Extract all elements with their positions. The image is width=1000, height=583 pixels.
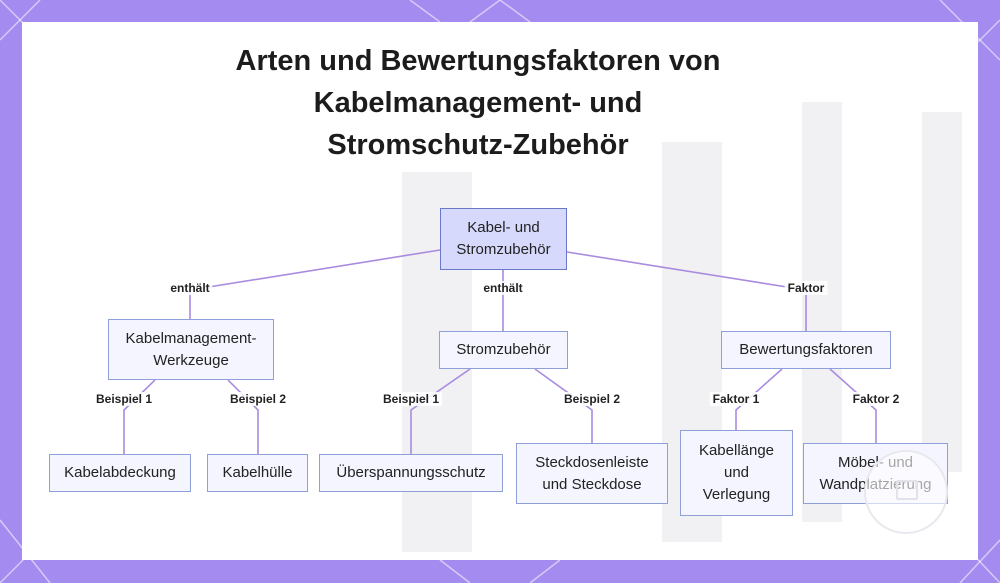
background-shape bbox=[922, 112, 962, 472]
node-root: Kabel- und Stromzubehör bbox=[440, 208, 567, 270]
node-power: Stromzubehör bbox=[439, 331, 568, 369]
edge-cable-tools-cover bbox=[123, 379, 156, 454]
edge-label: enthält bbox=[480, 281, 526, 295]
edge-label: Beispiel 2 bbox=[560, 392, 624, 406]
node-factors: Bewertungsfaktoren bbox=[721, 331, 891, 369]
title-line: Stromschutz-Zubehör bbox=[327, 129, 629, 161]
diagram-title: Arten und Bewertungsfaktoren von Kabelma… bbox=[170, 40, 786, 166]
title-line: Arten und Bewertungsfaktoren von bbox=[235, 45, 721, 77]
edge-label: Faktor bbox=[784, 281, 828, 295]
node-cable-tools: Kabelmanagement-Werkzeuge bbox=[108, 319, 274, 380]
edge-factors-furniture bbox=[829, 368, 877, 443]
edge-root-cable-tools bbox=[189, 249, 441, 319]
edge-label: Beispiel 2 bbox=[226, 392, 290, 406]
edge-cable-tools-sleeve bbox=[227, 379, 259, 454]
watermark-badge bbox=[864, 450, 948, 534]
edge-power-strip bbox=[534, 368, 593, 443]
node-surge: Überspannungsschutz bbox=[319, 454, 503, 492]
node-strip: Steckdosenleiste und Steckdose bbox=[516, 443, 668, 504]
edge-power-surge bbox=[410, 368, 471, 454]
node-sleeve: Kabelhülle bbox=[207, 454, 308, 492]
edge-factors-length bbox=[735, 368, 783, 430]
edge-label: Beispiel 1 bbox=[92, 392, 156, 406]
edge-label: Faktor 1 bbox=[709, 392, 763, 406]
edge-label: Beispiel 1 bbox=[379, 392, 443, 406]
edge-root-factors bbox=[566, 251, 807, 331]
node-length: Kabellänge und Verlegung bbox=[680, 430, 793, 516]
edge-label: Faktor 2 bbox=[849, 392, 903, 406]
edge-label: enthält bbox=[167, 281, 213, 295]
monitor-icon bbox=[896, 480, 918, 500]
node-cover: Kabelabdeckung bbox=[49, 454, 191, 492]
title-line: Kabelmanagement- und bbox=[313, 87, 643, 119]
